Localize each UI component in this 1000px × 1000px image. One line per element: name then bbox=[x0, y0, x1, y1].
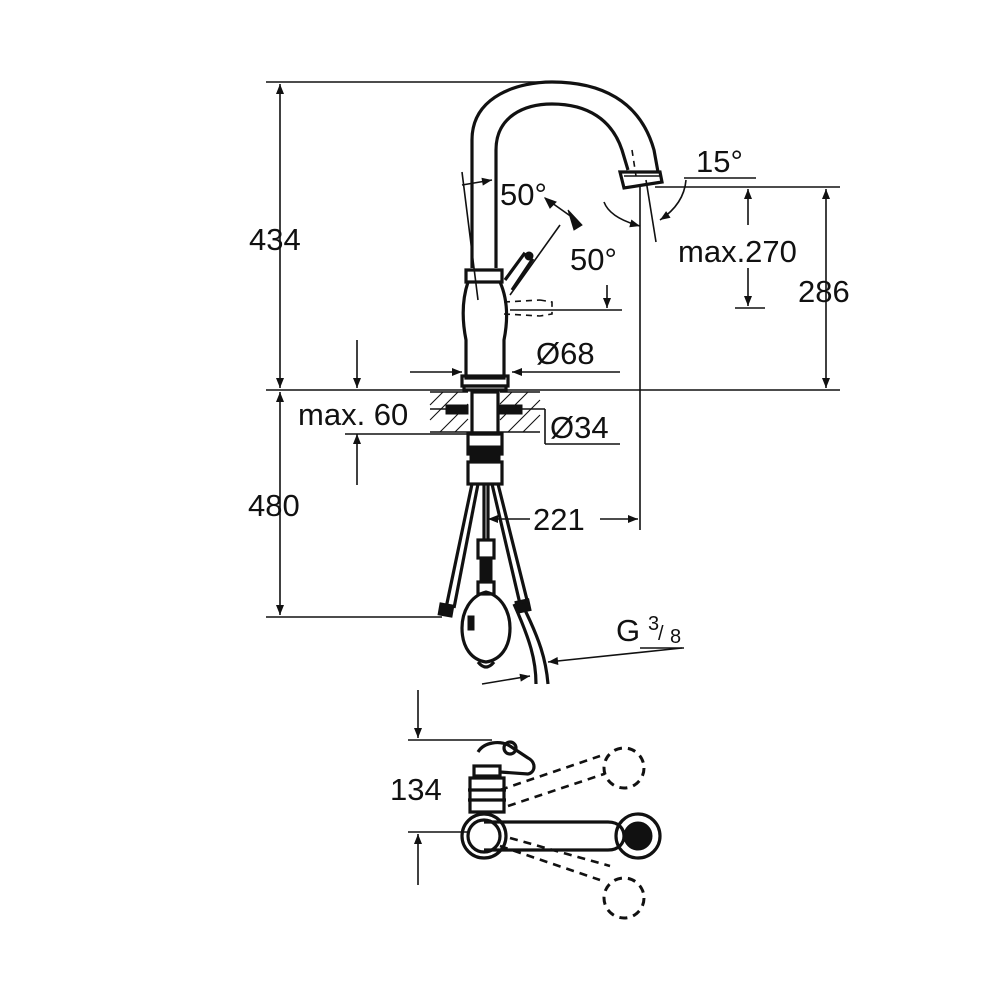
counterweight bbox=[460, 590, 512, 664]
dim-thread-numerator: 3 bbox=[648, 613, 659, 635]
countertop-section bbox=[429, 391, 541, 433]
dim-total-height: 434 bbox=[249, 222, 301, 257]
spout-arc bbox=[470, 80, 660, 268]
dim-outlet-height: 286 bbox=[798, 274, 850, 309]
dim-thread-denominator: 8 bbox=[670, 626, 681, 648]
dim-base-diameter: Ø68 bbox=[536, 336, 595, 371]
spray-head bbox=[617, 170, 664, 190]
faucet-elevation bbox=[437, 80, 664, 685]
dim-thread-slash: / bbox=[658, 623, 664, 645]
dim-shank-diameter: Ø34 bbox=[550, 410, 609, 445]
dim-lever-clearance: 134 bbox=[390, 772, 442, 807]
reference-lines bbox=[266, 81, 840, 618]
dim-spray-tilt: 15° bbox=[696, 144, 743, 179]
dimension-labels: 434 50° 50° 15° max.270 286 Ø68 max. 60 … bbox=[248, 144, 850, 807]
dim-spout-projection: 221 bbox=[533, 502, 585, 537]
dim-spout-angle: 50° bbox=[500, 177, 547, 212]
dim-mount-thickness: max. 60 bbox=[298, 397, 408, 432]
dim-lever-angle: 50° bbox=[570, 242, 617, 277]
faucet-top-view bbox=[460, 740, 662, 920]
base-plate bbox=[460, 812, 508, 860]
dimension-arrows bbox=[276, 84, 830, 885]
dim-below-counter-length: 480 bbox=[248, 488, 300, 523]
dim-spout-reach-height: max.270 bbox=[678, 234, 797, 269]
dim-thread-prefix: G bbox=[616, 613, 640, 648]
